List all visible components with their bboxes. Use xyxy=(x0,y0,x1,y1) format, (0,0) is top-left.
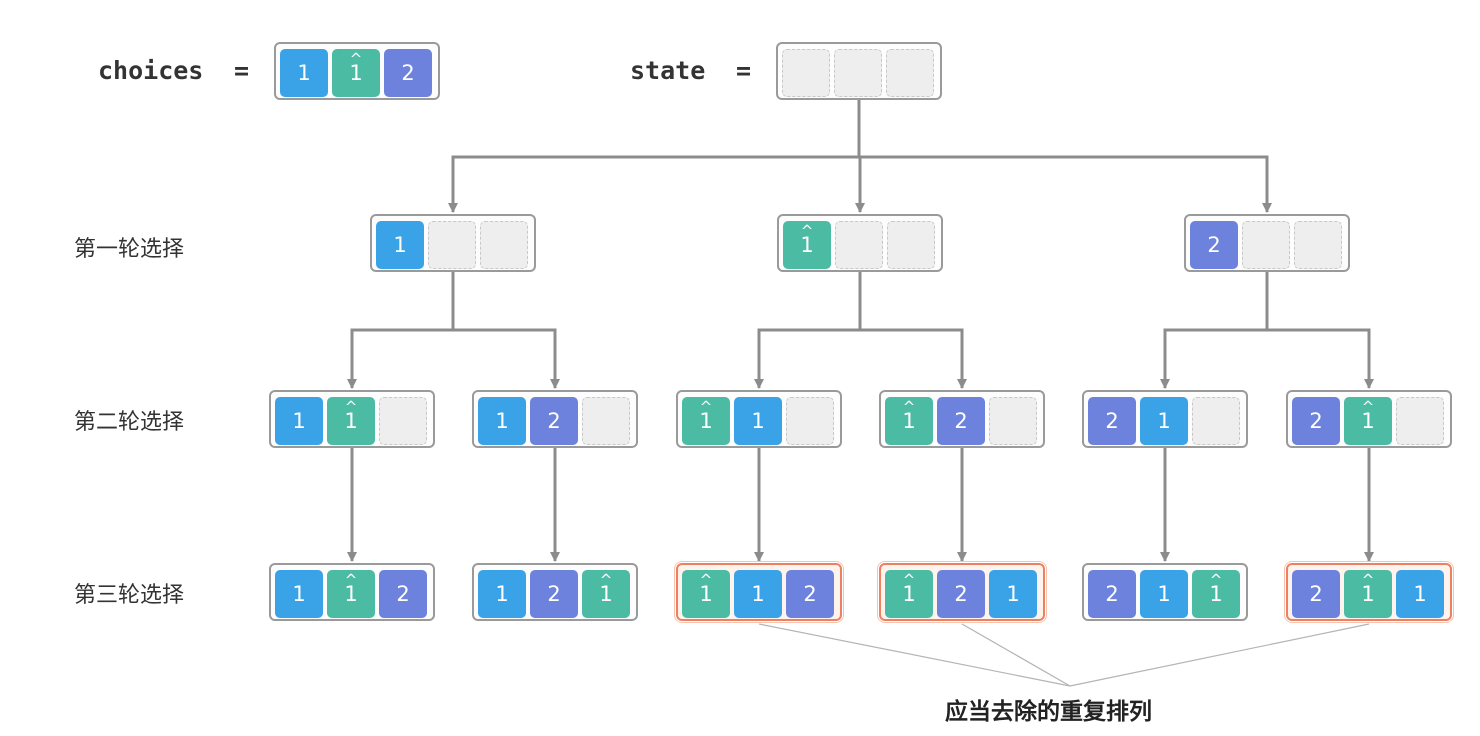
value-2-cell: 2 xyxy=(1088,570,1136,618)
empty-cell xyxy=(782,49,830,97)
value-2-cell: 2 xyxy=(530,397,578,445)
state-node: 1^ 2 xyxy=(879,390,1045,448)
level-label-third-round: 第三轮选择 xyxy=(74,583,185,608)
root-state xyxy=(776,42,942,100)
value-1-hat-cell: 1^ xyxy=(1192,570,1240,618)
empty-cell xyxy=(887,221,935,269)
choices-label: choices xyxy=(98,56,204,85)
value-2-cell: 2 xyxy=(1292,397,1340,445)
hat-value: 1^ xyxy=(699,571,713,606)
value-2-cell: 2 xyxy=(1292,570,1340,618)
state-equals: = xyxy=(736,56,752,85)
hat-value: 1^ xyxy=(699,398,713,433)
hat-value: 1^ xyxy=(344,398,358,433)
value-2-cell: 2 xyxy=(379,570,427,618)
state-node: 2 1^ xyxy=(1286,390,1452,448)
choices-equals: = xyxy=(234,56,250,85)
annotation-pointer-line xyxy=(961,623,1071,687)
value-1-cell: 1 xyxy=(1140,570,1188,618)
state-node: 1 1^ 2 xyxy=(269,563,435,621)
value-1-hat-cell: 1^ xyxy=(582,570,630,618)
value-1-hat-cell: 1^ xyxy=(783,221,831,269)
hat-value: 1^ xyxy=(349,50,363,85)
annotation-pointer-line xyxy=(1069,623,1370,687)
value-2-cell: 2 xyxy=(937,397,985,445)
value-1-hat-cell: 1^ xyxy=(682,570,730,618)
hat-value: 1^ xyxy=(902,571,916,606)
value-1-cell: 1 xyxy=(478,570,526,618)
hat-value: 1^ xyxy=(344,571,358,606)
empty-cell xyxy=(582,397,630,445)
value-1-hat-cell: 1^ xyxy=(1344,397,1392,445)
empty-cell xyxy=(1294,221,1342,269)
value-1-hat-cell: 1^ xyxy=(885,397,933,445)
empty-cell xyxy=(1396,397,1444,445)
hat-value: 1^ xyxy=(1361,571,1375,606)
state-node: 2 1^ 1 xyxy=(1284,561,1454,623)
value-1-cell: 1 xyxy=(275,570,323,618)
state-node: 1 xyxy=(370,214,536,272)
state-node: 2 xyxy=(1184,214,1350,272)
value-1-cell: 1 xyxy=(280,49,328,97)
value-1-cell: 1 xyxy=(1396,570,1444,618)
empty-cell xyxy=(379,397,427,445)
state-label: state xyxy=(630,56,706,85)
empty-cell xyxy=(886,49,934,97)
level-label-second-round: 第二轮选择 xyxy=(74,410,185,435)
empty-cell xyxy=(428,221,476,269)
hat-value: 1^ xyxy=(902,398,916,433)
hat-value: 1^ xyxy=(1209,571,1223,606)
state-node: 1 1^ xyxy=(269,390,435,448)
empty-cell xyxy=(786,397,834,445)
value-2-cell: 2 xyxy=(530,570,578,618)
empty-cell xyxy=(834,49,882,97)
value-2-cell: 2 xyxy=(1088,397,1136,445)
empty-cell xyxy=(835,221,883,269)
hat-value: 1^ xyxy=(800,222,814,257)
level-label-first-round: 第一轮选择 xyxy=(74,237,185,262)
value-2-cell: 2 xyxy=(937,570,985,618)
state-node: 1^ 1 xyxy=(676,390,842,448)
value-1-hat-cell: 1^ xyxy=(327,397,375,445)
choices-array: 1 1^ 2 xyxy=(274,42,440,100)
empty-cell xyxy=(989,397,1037,445)
value-1-cell: 1 xyxy=(734,397,782,445)
value-1-hat-cell: 1^ xyxy=(682,397,730,445)
value-1-hat-cell: 1^ xyxy=(1344,570,1392,618)
state-node: 1^ xyxy=(777,214,943,272)
value-1-cell: 1 xyxy=(376,221,424,269)
value-1-hat-cell: 1^ xyxy=(885,570,933,618)
duplicate-permutations-note: 应当去除的重复排列 xyxy=(945,699,1152,725)
empty-cell xyxy=(1242,221,1290,269)
value-1-hat-cell: 1^ xyxy=(327,570,375,618)
value-1-hat-cell: 1^ xyxy=(332,49,380,97)
value-2-cell: 2 xyxy=(1190,221,1238,269)
value-2-cell: 2 xyxy=(384,49,432,97)
empty-cell xyxy=(480,221,528,269)
annotation-pointer-line xyxy=(758,623,1071,687)
hat-value: 1^ xyxy=(599,571,613,606)
empty-cell xyxy=(1192,397,1240,445)
value-1-cell: 1 xyxy=(734,570,782,618)
hat-value: 1^ xyxy=(1361,398,1375,433)
value-1-cell: 1 xyxy=(989,570,1037,618)
value-1-cell: 1 xyxy=(275,397,323,445)
value-1-cell: 1 xyxy=(1140,397,1188,445)
value-1-cell: 1 xyxy=(478,397,526,445)
value-2-cell: 2 xyxy=(786,570,834,618)
